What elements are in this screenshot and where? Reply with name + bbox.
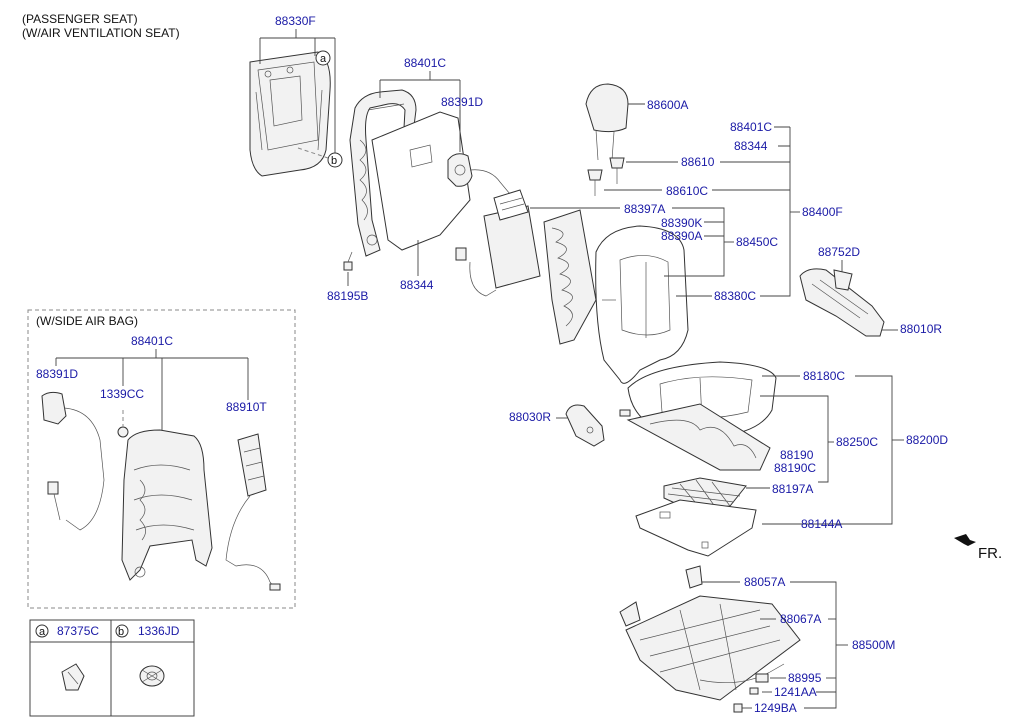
label-88610: 88610 — [681, 155, 715, 169]
bolt-88195B — [343, 251, 353, 271]
label-88067A: 88067A — [780, 612, 821, 626]
label-88197A: 88197A — [772, 482, 813, 496]
label-88450C: 88450C — [736, 235, 778, 249]
clip-87375C — [61, 663, 85, 691]
label-88401C-right: 88401C — [730, 120, 772, 134]
legend-a-part: 87375C — [57, 624, 99, 638]
label-88380C: 88380C — [714, 289, 756, 303]
label-88144A: 88144A — [801, 517, 842, 531]
label-88010R: 88010R — [900, 322, 942, 336]
label-88390K: 88390K — [661, 216, 702, 230]
bolt-1241AA — [749, 687, 759, 695]
label-88057A: 88057A — [744, 575, 785, 589]
side-shield — [799, 268, 885, 337]
headrest-guide-88610C — [587, 169, 603, 196]
label-88030R: 88030R — [509, 410, 551, 424]
direction-label: FR. — [978, 545, 1002, 562]
label-88600A: 88600A — [647, 98, 688, 112]
seat-track-assembly — [619, 565, 801, 701]
label-88390A: 88390A — [661, 229, 702, 243]
headrest-guide-88610 — [609, 157, 625, 184]
label-88397A: 88397A — [624, 202, 665, 216]
cushion-side-cover — [565, 404, 605, 447]
label-88752D: 88752D — [818, 245, 860, 259]
clip-1336JD — [139, 665, 165, 687]
airbag-section-title: (W/SIDE AIR BAG) — [36, 314, 138, 328]
label-88180C: 88180C — [803, 369, 845, 383]
legend-table: a 87375C b 1336JD — [29, 619, 195, 717]
label-88344-right: 88344 — [734, 139, 768, 153]
seatback-heater-mat — [543, 209, 597, 345]
seatback-rear-cover — [249, 51, 331, 177]
label-88200D: 88200D — [906, 433, 948, 447]
label-88610C: 88610C — [666, 184, 708, 198]
lumbar-actuator — [447, 153, 511, 195]
label-88190C: 88190C — [774, 461, 816, 475]
label-88250C: 88250C — [836, 435, 878, 449]
label-88330F: 88330F — [275, 14, 316, 28]
side-airbag-module — [225, 433, 281, 591]
label-88190: 88190 — [780, 448, 814, 462]
airbag-label-88391D: 88391D — [36, 367, 78, 381]
label-88400F: 88400F — [802, 205, 843, 219]
airbag-section-nut — [117, 426, 129, 438]
airbag-label-88401C: 88401C — [131, 334, 173, 348]
label-88500M: 88500M — [852, 638, 895, 652]
legend-b-part: 1336JD — [138, 624, 180, 638]
header-air-ventilation: (W/AIR VENTILATION SEAT) — [22, 26, 180, 40]
label-1241AA: 1241AA — [774, 685, 817, 699]
seatback-cushion-cover — [595, 225, 689, 384]
airbag-label-1339CC: 1339CC — [100, 387, 144, 401]
callout-b: b — [331, 155, 337, 167]
headrest — [585, 83, 629, 161]
side-airbag-section-border — [27, 309, 296, 609]
legend-a-letter: a — [39, 626, 46, 638]
label-88391D: 88391D — [441, 95, 483, 109]
airbag-label-88910T: 88910T — [226, 400, 267, 414]
airbag-section-frame — [121, 429, 213, 581]
label-88195B: 88195B — [327, 289, 368, 303]
legend-b-letter: b — [118, 626, 124, 638]
callout-a: a — [320, 53, 327, 65]
label-1249BA: 1249BA — [754, 701, 797, 715]
cushion-heater-mat — [619, 403, 771, 471]
seatback-frame — [349, 89, 417, 257]
callout-b-circle — [327, 152, 343, 168]
label-88401C: 88401C — [404, 56, 446, 70]
ventilation-blower — [455, 189, 541, 297]
airbag-section-actuator — [41, 391, 105, 531]
callout-a-circle — [315, 50, 331, 66]
front-direction-arrow — [954, 534, 976, 546]
part-88995 — [755, 673, 769, 683]
label-88995: 88995 — [788, 671, 822, 685]
seatback-board — [371, 111, 471, 251]
header-passenger-seat: (PASSENGER SEAT) — [22, 12, 138, 26]
cushion-pad — [635, 499, 757, 557]
label-88344-left: 88344 — [400, 278, 434, 292]
bolt-1249BA — [733, 703, 743, 713]
